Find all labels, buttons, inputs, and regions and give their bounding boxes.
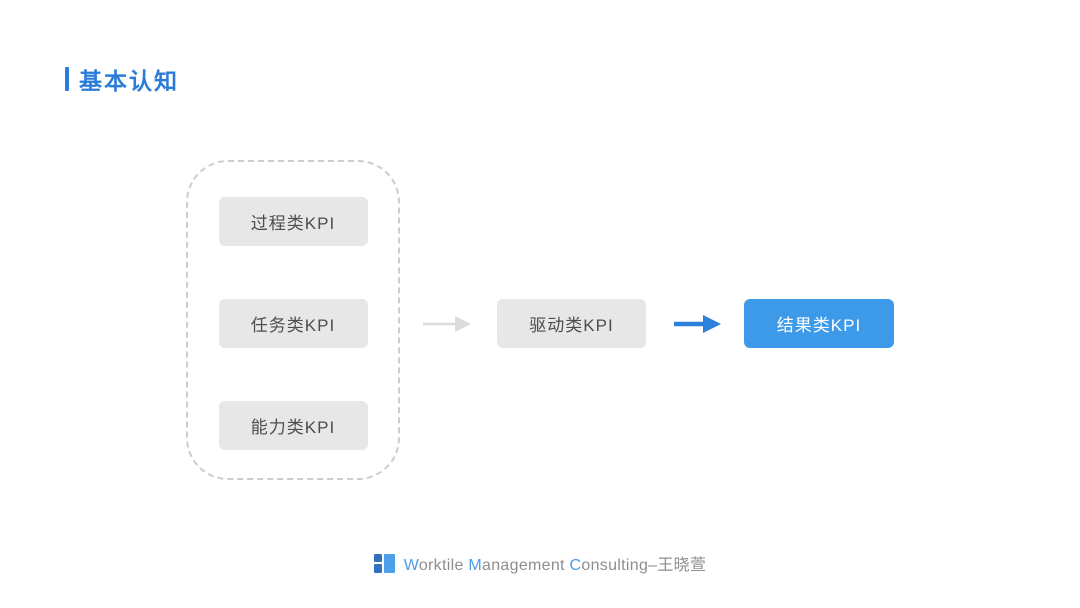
footer-seg: W (403, 557, 419, 574)
footer-brand-text: Worktile Management Consulting–王晓萱 (404, 551, 707, 575)
footer-seg: onsulting–王晓萱 (581, 557, 707, 574)
page-title-text: 基本认知 (79, 68, 179, 94)
kpi-group-container: 过程类KPI 任务类KPI 能力类KPI (186, 160, 400, 480)
title-accent-bar (65, 67, 69, 91)
kpi-box-result: 结果类KPI (744, 299, 894, 348)
footer-seg: orktile (418, 557, 469, 574)
footer-seg: anagement (482, 557, 570, 574)
worktile-logo-icon (373, 553, 395, 573)
right-arrow-icon (672, 310, 722, 338)
kpi-box-task: 任务类KPI (218, 299, 368, 348)
footer: Worktile Management Consulting–王晓萱 (0, 551, 1080, 575)
kpi-box-driver: 驱动类KPI (497, 299, 646, 348)
kpi-box-capability: 能力类KPI (218, 401, 368, 450)
right-arrow-icon (422, 310, 472, 338)
footer-seg: M (468, 557, 483, 574)
kpi-box-process: 过程类KPI (218, 197, 368, 246)
footer-seg: C (569, 557, 582, 574)
page-title: 基本认知 (65, 62, 179, 96)
